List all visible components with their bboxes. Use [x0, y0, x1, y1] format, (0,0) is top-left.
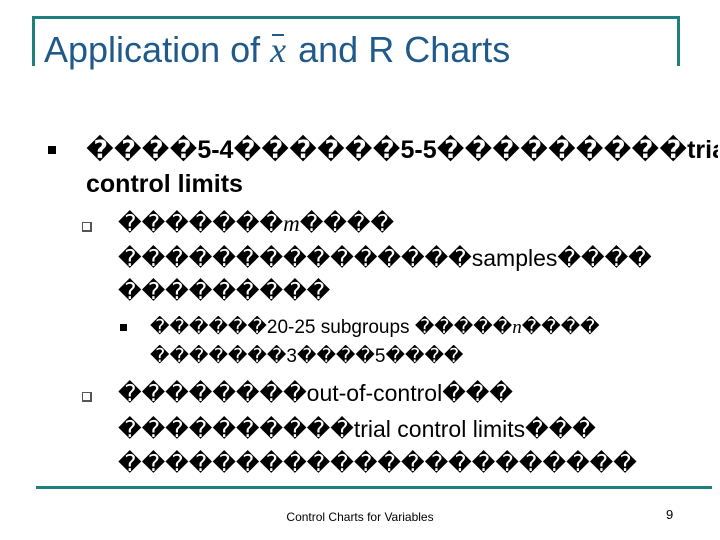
footer-caption: Control Charts for Variables [286, 510, 434, 524]
item1-text-3: ��������� [436, 136, 688, 164]
item4-line1: ��������out-of-control��� [118, 378, 718, 408]
item4-text-3: ���������� [118, 416, 354, 442]
item1-ref-1: 5-4 [197, 136, 234, 164]
item3-line2: �������3����5���� [150, 345, 718, 369]
item2-text-4: ���� [557, 245, 652, 271]
bullet-checkbox-icon [82, 222, 92, 232]
page-number: 9 [666, 507, 674, 522]
item3-text-3: ���� [521, 317, 600, 338]
item2-text-3: ��������������� [118, 245, 472, 271]
item4-text-4: ��� [525, 416, 596, 442]
item1-ref-2: 5-5 [400, 136, 437, 164]
item3-number-5: 5 [374, 346, 386, 367]
title-frame-left [32, 16, 35, 66]
title-frame-top [32, 16, 678, 19]
item2-line3: ��������� [118, 278, 331, 304]
bullet-checkbox-icon [82, 392, 92, 402]
item2-line1: �������m���� [118, 208, 718, 239]
item4-out-of-control: out-of-control [306, 380, 443, 406]
item2-text-2: ���� [299, 210, 395, 236]
bullet-square-small-icon [120, 324, 127, 331]
item3-number-3: 3 [286, 346, 297, 367]
item4-line2: ����������trial control limits��� [118, 414, 718, 444]
footer-divider [36, 486, 712, 489]
item2-text-1: ������� [118, 210, 284, 236]
item4-line3: ���������������������� [118, 450, 637, 476]
item4-text-1: �������� [118, 380, 307, 406]
item2-m-symbol: m [283, 211, 300, 236]
item2-line2: ���������������samples���� [118, 243, 720, 273]
item4-text-2: ��� [442, 380, 513, 406]
item2-samples: samples [471, 245, 558, 271]
title-frame-right [677, 16, 680, 66]
item1-text-2: ������ [233, 136, 401, 164]
item3-range: 20-25 [266, 317, 316, 338]
item3-line1: ������20-25 subgroups �����n���� [150, 316, 718, 340]
item3-text-5: ���� [296, 346, 375, 367]
title-before: Application of [44, 29, 261, 70]
item1-line1: ����5-4������5-5���������trial��� [86, 134, 718, 166]
title-xbar-symbol: x [260, 28, 298, 72]
item3-n-symbol: n [512, 317, 522, 338]
bullet-square-icon [48, 146, 56, 154]
item3-text-2: ����� [414, 317, 513, 338]
title-after: and R Charts [298, 29, 511, 70]
item4-trial-control-limits: trial control limits [353, 416, 526, 442]
item1-text-1: ���� [86, 136, 198, 164]
item3-subgroups: subgroups [320, 317, 410, 338]
item3-text-1: ������ [150, 317, 267, 338]
item1-trial: trial [687, 136, 718, 164]
item3-text-4: ������� [150, 346, 287, 367]
item1-line2: control limits [86, 170, 243, 198]
item3-text-6: ���� [385, 346, 464, 367]
